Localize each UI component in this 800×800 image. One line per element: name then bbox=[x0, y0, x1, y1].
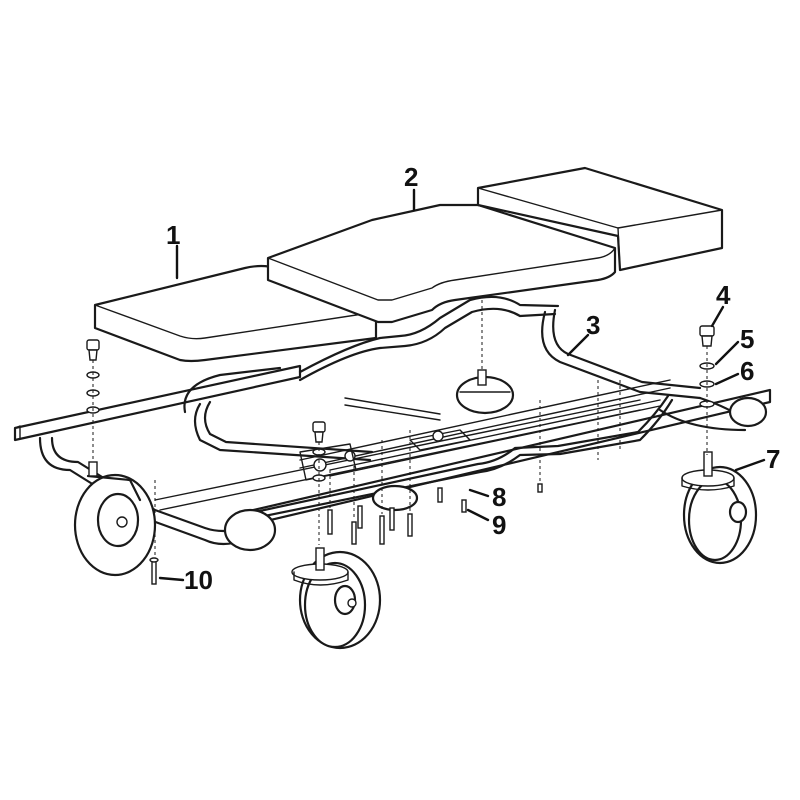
caster-left-back bbox=[73, 473, 157, 577]
screw-10 bbox=[149, 557, 159, 585]
caster-back-right bbox=[223, 396, 768, 552]
callout-9: 9 bbox=[492, 510, 506, 540]
callout-4: 4 bbox=[716, 280, 731, 310]
callout-8: 8 bbox=[492, 482, 506, 512]
caster-front-left bbox=[291, 547, 382, 650]
callout-7: 7 bbox=[766, 444, 780, 474]
pad-2-back bbox=[266, 203, 617, 324]
caster-center-back bbox=[455, 369, 515, 415]
callout-6: 6 bbox=[740, 356, 754, 386]
caster-right-7 bbox=[681, 451, 758, 565]
pad-head bbox=[476, 166, 724, 272]
callout-2: 2 bbox=[404, 162, 418, 192]
callout-5: 5 bbox=[740, 324, 754, 354]
callout-3: 3 bbox=[586, 310, 600, 340]
hardware-stack-left bbox=[86, 339, 100, 477]
hardware-stack-center bbox=[312, 421, 326, 545]
callout-1: 1 bbox=[166, 220, 180, 250]
screws-row bbox=[327, 380, 621, 545]
callout-10: 10 bbox=[184, 565, 213, 595]
hardware-stack-right bbox=[699, 325, 715, 455]
